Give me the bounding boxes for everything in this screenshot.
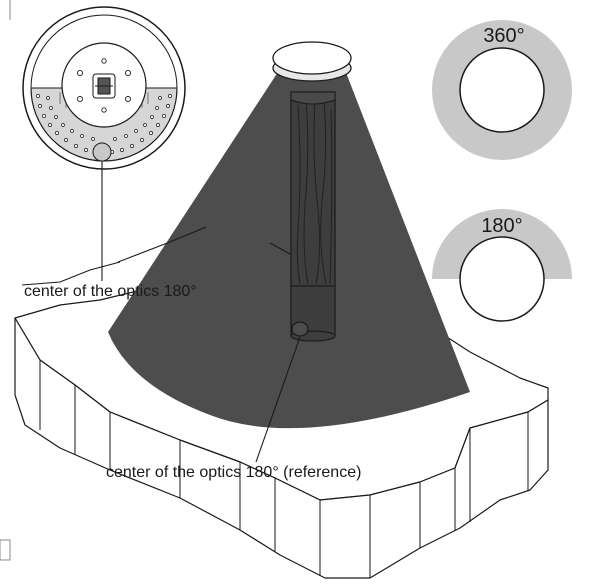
ring-360-inner [459, 47, 545, 133]
label-180: 180° [481, 215, 522, 237]
mounting-holes [76, 58, 132, 113]
label-360: 360° [483, 25, 524, 47]
left-edge-marks [0, 0, 11, 561]
led-dot-rows [36, 94, 172, 154]
beam-surface-lines [117, 226, 291, 263]
callout-top-label: center of the optics 180° [24, 283, 197, 300]
lamp-top-view [22, 6, 186, 170]
wood-grain [296, 99, 333, 285]
slab-vertical-edges [39, 360, 529, 578]
optics-center-marker [291, 321, 309, 337]
post-neck [290, 91, 336, 105]
top-view-optics-center [92, 142, 112, 162]
lamp-cap-top [272, 41, 352, 75]
post-body [290, 91, 336, 337]
light-beam [108, 70, 470, 429]
slab-side-face [14, 317, 549, 579]
callout-lines [21, 161, 301, 463]
coverage-180-indicator [432, 209, 572, 322]
ring-180-inner [459, 236, 545, 322]
callout-bottom-label: center of the optics 180° (reference) [106, 464, 361, 481]
center-connector [92, 73, 116, 99]
coverage-360-indicator [432, 20, 572, 160]
bollard-post [272, 41, 352, 342]
